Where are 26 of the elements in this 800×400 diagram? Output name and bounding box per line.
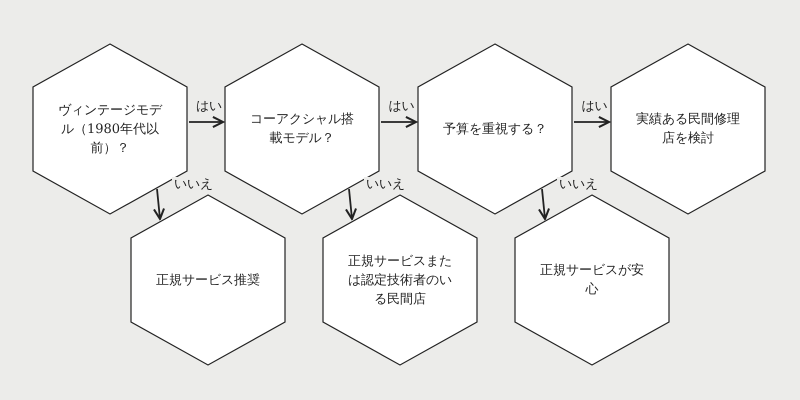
hexagon-text: コーアクシャル搭載モデル？ xyxy=(249,111,355,148)
hexagon-box xyxy=(130,194,286,366)
hexagon-box xyxy=(514,194,670,366)
hexagon-box xyxy=(417,43,573,215)
arrow xyxy=(574,116,610,128)
edge-label: はい xyxy=(194,99,224,115)
hexagon-text: 予算を重視する？ xyxy=(442,120,548,138)
hexagon-box xyxy=(224,43,380,215)
arrow xyxy=(189,116,224,128)
edge-label: いいえ xyxy=(172,177,215,193)
arrow xyxy=(538,188,550,220)
edge-label: いいえ xyxy=(557,177,600,193)
edge-label: いいえ xyxy=(364,177,407,193)
hexagon-text: ヴィンテージモデル（1980年代以前）？ xyxy=(57,102,164,158)
hexagon-box xyxy=(610,43,766,215)
edge-label: はい xyxy=(580,99,610,115)
arrow xyxy=(381,116,417,128)
arrow xyxy=(152,188,166,220)
hexagon-text: 実績ある民間修理店を検討 xyxy=(635,111,741,148)
hexagon-box xyxy=(322,194,478,366)
hexagon-text: 正規サービスが安心 xyxy=(539,262,645,299)
hexagon-text: 正規サービス推奨 xyxy=(155,272,261,290)
hexagon-text: 正規サービスまたは認定技術者のいる民間店 xyxy=(347,252,453,308)
arrow xyxy=(344,188,358,220)
edge-label: はい xyxy=(386,99,416,115)
hexagon-box xyxy=(32,43,188,215)
